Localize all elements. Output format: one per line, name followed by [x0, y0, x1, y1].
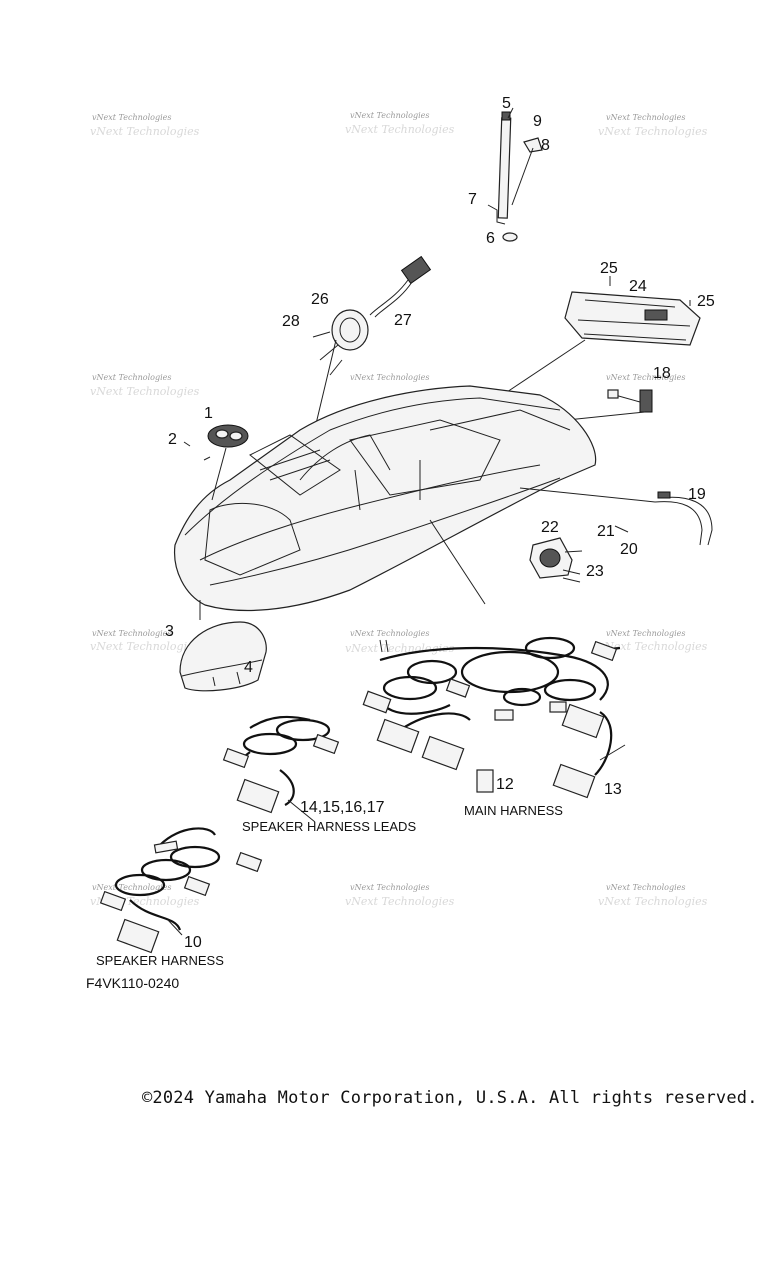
speaker-bracket-assembly [304, 255, 432, 471]
hose-bracket [614, 491, 713, 546]
watermark: vNext Technologies [350, 883, 429, 892]
caption-speaker-harness-leads: SPEAKER HARNESS LEADS [242, 819, 416, 834]
watermark: vNext Technologies [92, 629, 171, 638]
callout: 6 [486, 230, 495, 247]
watermark: vNext Technologies [350, 373, 429, 382]
watermark: vNext Technologies [345, 123, 455, 136]
watermark: vNext Technologies [92, 373, 171, 382]
callout: 13 [604, 781, 622, 798]
callout: 1 [204, 405, 213, 422]
callout: 21 [597, 523, 615, 540]
watermark: vNext Technologies [90, 385, 200, 398]
callout: 7 [468, 191, 477, 208]
callout: 12 [496, 776, 514, 793]
callout: 2 [168, 431, 177, 448]
figure-code: F4VK110-0240 [86, 975, 180, 991]
copyright-notice: ©2024 Yamaha Motor Corporation, U.S.A. A… [142, 1088, 758, 1108]
watermark: vNext Technologies [92, 883, 171, 892]
callout: 24 [629, 278, 647, 295]
watermark: vNext Technologies [606, 883, 685, 892]
switch-box [529, 537, 583, 583]
callout: 27 [394, 312, 412, 329]
caption-main-harness: MAIN HARNESS [464, 803, 563, 818]
cover-panel [434, 276, 701, 441]
callout: 25 [600, 260, 618, 277]
callout: 26 [311, 291, 329, 308]
caption-speaker-harness: SPEAKER HARNESS [96, 953, 224, 968]
watermark: vNext Technologies [350, 111, 429, 120]
watermark: vNext Technologies [90, 640, 200, 653]
watermark: vNext Technologies [606, 629, 685, 638]
callouts: 1 2 3 4 5 6 7 8 9 10 12 13 14,15,16,17 1… [165, 95, 715, 951]
callout: 23 [586, 563, 604, 580]
antenna-assembly [487, 107, 543, 242]
callout: 8 [541, 137, 550, 154]
boat-hull [173, 385, 656, 612]
watermark: vNext Technologies [598, 895, 708, 908]
callout: 10 [184, 934, 202, 951]
callout: 5 [502, 95, 511, 112]
dome-cover [179, 600, 267, 692]
callout: 9 [533, 113, 542, 130]
callout: 28 [282, 313, 300, 330]
watermarks: vNext Technologies vNext Technologies vN… [90, 111, 708, 908]
watermark: vNext Technologies [598, 125, 708, 138]
main-harness [362, 636, 626, 799]
callout: 18 [653, 365, 671, 382]
callout: 25 [697, 293, 715, 310]
watermark: vNext Technologies [606, 113, 685, 122]
watermark: vNext Technologies [606, 373, 685, 382]
callout: 19 [688, 486, 706, 503]
watermark: vNext Technologies [598, 640, 708, 653]
callout: 20 [620, 541, 638, 558]
watermark: vNext Technologies [90, 125, 200, 138]
watermark: vNext Technologies [345, 895, 455, 908]
speaker-harness-leads [222, 715, 340, 823]
cup-holder [183, 424, 249, 501]
speaker-harness [99, 827, 263, 954]
callout: 14,15,16,17 [300, 799, 385, 816]
callout: 4 [244, 659, 253, 676]
captions: SPEAKER HARNESS LEADS MAIN HARNESS SPEAK… [96, 803, 563, 968]
connector [362, 640, 618, 799]
callout: 22 [541, 519, 559, 536]
callout: 3 [165, 623, 174, 640]
watermark: vNext Technologies [350, 629, 429, 638]
watermark: vNext Technologies [92, 113, 171, 122]
